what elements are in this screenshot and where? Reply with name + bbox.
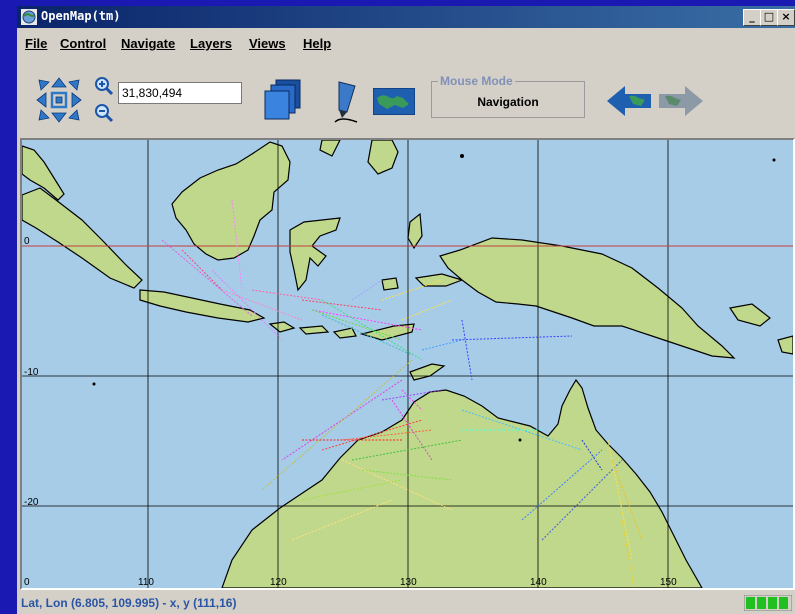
graticule	[22, 140, 793, 588]
lon-label-150: 150	[660, 577, 677, 588]
small-islands	[92, 154, 776, 442]
maximize-button[interactable]: □	[760, 9, 778, 26]
menu-control[interactable]: Control	[60, 36, 107, 51]
window-title: OpenMap(tm)	[41, 9, 121, 23]
map-canvas[interactable]: 0 -10 -20 0 110 120 130 140 150	[20, 138, 795, 590]
menu-help[interactable]: Help	[303, 36, 332, 51]
lat-label-minus20: -20	[24, 497, 39, 508]
pan-arrows-icon[interactable]	[35, 76, 83, 124]
app-window: OpenMap(tm) _ □ × File Control Navigate …	[17, 6, 795, 614]
lat-label-minus10: -10	[24, 367, 39, 378]
landmasses	[22, 140, 793, 588]
app-globe-icon	[21, 9, 37, 25]
menu-views[interactable]: Views	[249, 36, 286, 51]
lon-label-140: 140	[530, 577, 547, 588]
menu-file[interactable]: File	[25, 36, 48, 51]
trajectory-tracks	[161, 199, 643, 588]
lon-label-120: 120	[270, 577, 287, 588]
mouse-mode-legend: Mouse Mode	[438, 74, 515, 88]
memory-indicator-icon	[744, 595, 792, 611]
status-bar: Lat, Lon (6.805, 109.995) - x, y (111,16…	[17, 592, 795, 614]
mouse-mode-value: Navigation	[477, 95, 539, 109]
forward-arrow-icon[interactable]	[659, 86, 703, 116]
title-bar[interactable]: OpenMap(tm) _ □ ×	[17, 6, 795, 28]
lon-label-0: 0	[24, 577, 30, 588]
scale-input[interactable]	[118, 82, 242, 104]
mouse-mode-panel[interactable]: Mouse Mode Navigation	[431, 74, 585, 118]
minimize-button[interactable]: _	[743, 9, 761, 26]
map-svg[interactable]: 0 -10 -20 0 110 120 130 140 150	[22, 140, 793, 588]
layers-icon[interactable]	[262, 78, 302, 122]
lat-label-0: 0	[24, 236, 30, 247]
overview-map-icon[interactable]	[373, 88, 415, 115]
draw-pen-icon[interactable]	[329, 78, 363, 124]
coordinate-readout: Lat, Lon (6.805, 109.995) - x, y (111,16…	[21, 596, 237, 610]
zoom-in-icon[interactable]	[94, 76, 114, 96]
lon-label-110: 110	[138, 577, 154, 588]
lon-label-130: 130	[400, 577, 417, 588]
menu-bar: File Control Navigate Layers Views Help	[17, 34, 795, 54]
zoom-out-icon[interactable]	[94, 103, 114, 123]
back-arrow-icon[interactable]	[607, 86, 651, 116]
menu-layers[interactable]: Layers	[190, 36, 232, 51]
close-button[interactable]: ×	[777, 9, 795, 26]
menu-navigate[interactable]: Navigate	[121, 36, 176, 51]
